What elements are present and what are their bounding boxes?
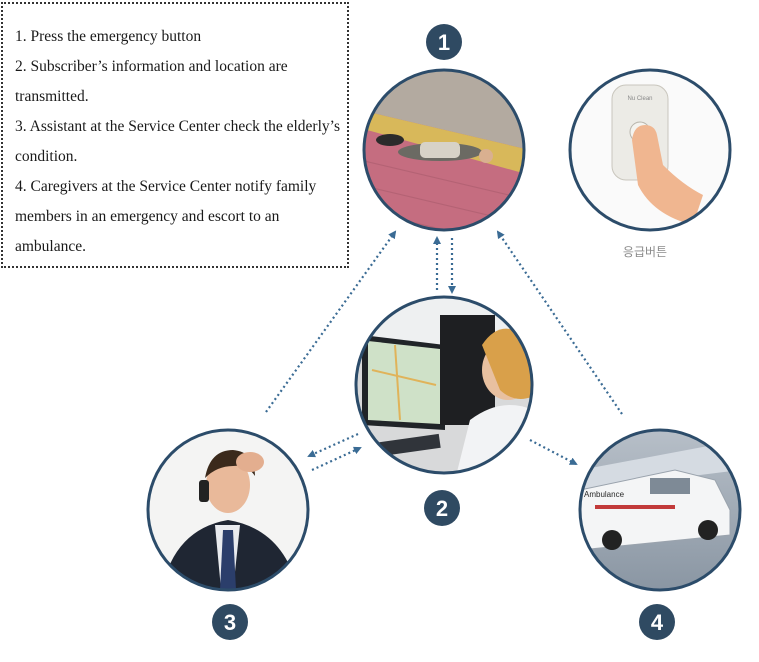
badge-1: 1 — [426, 24, 462, 60]
step-3-text: 3. Assistant at the Service Center check… — [15, 118, 340, 165]
badge-3: 3 — [212, 604, 248, 640]
device-caption: 응급버튼 — [623, 245, 667, 259]
connector-arrows — [265, 230, 623, 471]
arrow-3-to-1 — [265, 230, 397, 413]
device-brand-label: Nu Clean — [627, 96, 652, 102]
svg-text:2: 2 — [436, 496, 448, 521]
badge-2: 2 — [424, 490, 460, 526]
scene-ambulance: Ambulance — [578, 428, 742, 592]
step-1-text: 1. Press the emergency button — [15, 28, 202, 45]
step-4-text: 4. Caregivers at the Service Center noti… — [15, 178, 317, 255]
scene-service-center — [354, 295, 534, 475]
scene-fallen-person — [362, 68, 526, 232]
ambulance-label: Ambulance — [584, 490, 625, 499]
arrow-2-to-3 — [307, 432, 359, 458]
steps-legend: 1. Press the emergency button 2. Subscri… — [1, 2, 349, 268]
step-2-text: 2. Subscriber’s information and location… — [15, 58, 288, 105]
scene-emergency-device: Nu Clean 응급버튼 — [568, 68, 732, 259]
arrow-2-to-4 — [529, 439, 578, 465]
badge-4: 4 — [639, 604, 675, 640]
svg-text:1: 1 — [438, 30, 450, 55]
svg-text:3: 3 — [224, 610, 236, 635]
arrow-4-to-1 — [496, 230, 623, 415]
scene-family-member — [146, 428, 310, 592]
arrow-3-to-2 — [311, 446, 362, 471]
svg-text:4: 4 — [651, 610, 664, 635]
